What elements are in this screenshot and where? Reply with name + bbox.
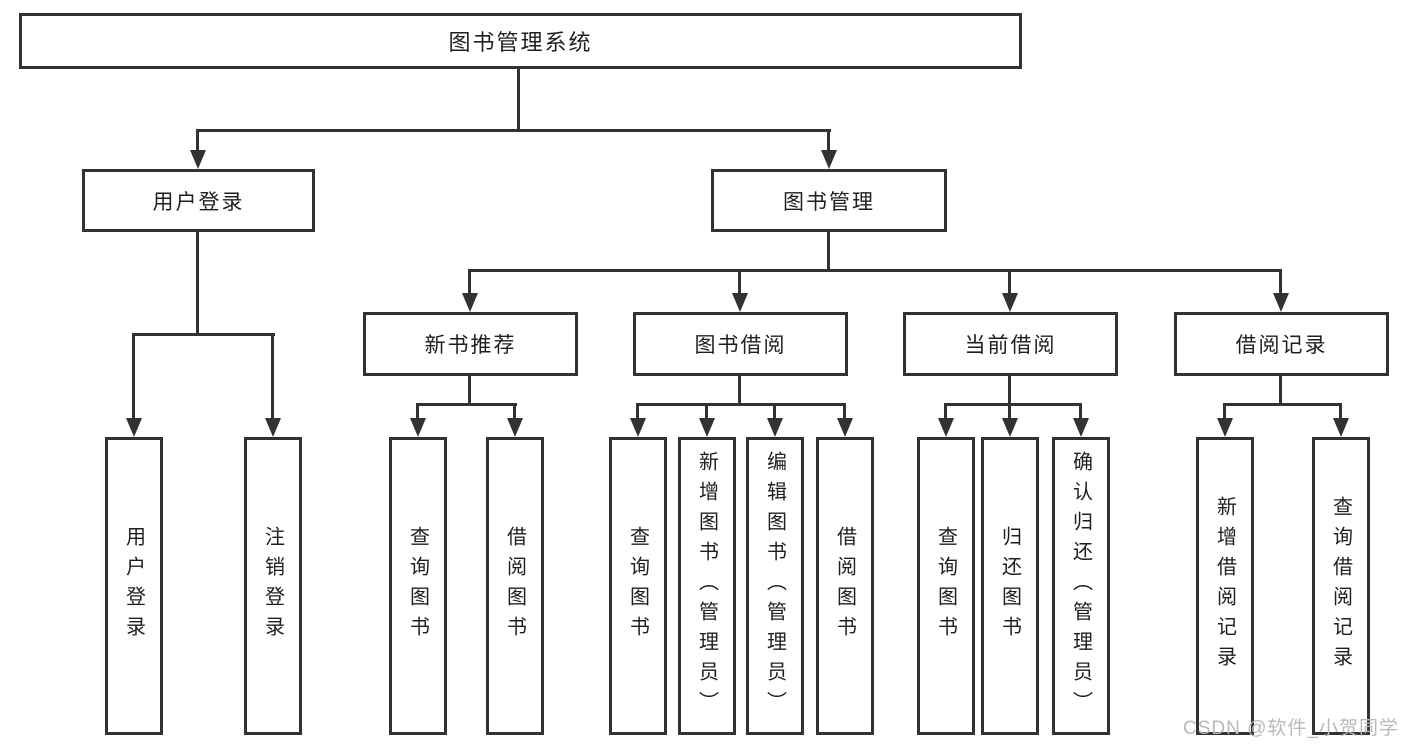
connector-records-drop [1279, 269, 1282, 296]
leaf-borrow-query-book: 查询图书 [609, 437, 667, 735]
connector-root-stem [517, 69, 520, 130]
connector-books-stem [827, 232, 830, 272]
node-new-book-recommend: 新书推荐 [363, 312, 578, 376]
arrowhead-records-leaf1 [1217, 418, 1233, 437]
node-book-management: 图书管理 [711, 169, 947, 232]
leaf-borrow-add-book-admin: 新增图书（管理员） [678, 437, 736, 735]
node-borrow-records: 借阅记录 [1174, 312, 1389, 376]
connector-current-stem [1008, 376, 1011, 406]
leaf-current-return-book: 归还图书 [981, 437, 1039, 735]
connector-recommend-leaf2-drop [513, 403, 516, 420]
connector-current-drop [1008, 269, 1011, 296]
leaf-logout: 注销登录 [244, 437, 302, 735]
arrowhead-borrow-leaf4 [837, 418, 853, 437]
connector-borrow-leaf1-drop [636, 403, 639, 420]
connector-recommend-drop [468, 269, 471, 296]
node-book-borrow: 图书借阅 [633, 312, 848, 376]
node-user-login: 用户登录 [82, 169, 315, 232]
connector-records-stem [1279, 376, 1282, 406]
arrowhead-current-leaf1 [938, 418, 954, 437]
leaf-recommend-query-book: 查询图书 [389, 437, 447, 735]
connector-borrow-bar [636, 403, 846, 406]
connector-records-leaf2-drop [1339, 403, 1342, 420]
arrowhead-borrow [732, 293, 748, 312]
arrowhead-borrow-leaf3 [767, 418, 783, 437]
leaf-borrow-borrow-book: 借阅图书 [816, 437, 874, 735]
connector-books-bar [468, 269, 1282, 272]
leaf-borrow-edit-book-admin: 编辑图书（管理员） [746, 437, 804, 735]
leaf-current-confirm-return-admin: 确认归还（管理员） [1052, 437, 1110, 735]
connector-recommend-stem [468, 376, 471, 406]
arrowhead-login-leaf2 [265, 418, 281, 437]
arrowhead-current-leaf3 [1073, 418, 1089, 437]
node-library-management-system: 图书管理系统 [19, 13, 1022, 69]
arrowhead-recommend [462, 293, 478, 312]
leaf-records-add-record: 新增借阅记录 [1196, 437, 1254, 735]
connector-current-leaf2-drop [1008, 403, 1011, 420]
arrowhead-current [1002, 293, 1018, 312]
arrowhead-login [190, 150, 206, 169]
connector-login-leaf1-drop [132, 333, 135, 420]
arrowhead-recommend-leaf1 [410, 418, 426, 437]
csdn-watermark: CSDN @软件_小贺同学 [1183, 718, 1399, 739]
leaf-recommend-borrow-book: 借阅图书 [486, 437, 544, 735]
arrowhead-records [1273, 293, 1289, 312]
connector-recommend-bar [416, 403, 517, 406]
connector-login-stem [196, 232, 199, 335]
connector-borrow-drop [738, 269, 741, 296]
connector-borrow-stem [738, 376, 741, 406]
arrowhead-records-leaf2 [1333, 418, 1349, 437]
connector-borrow-leaf2-drop [705, 403, 708, 420]
arrowhead-login-leaf1 [126, 418, 142, 437]
leaf-user-login: 用户登录 [105, 437, 163, 735]
leaf-records-query-record: 查询借阅记录 [1312, 437, 1370, 735]
arrowhead-current-leaf2 [1002, 418, 1018, 437]
connector-borrow-leaf3-drop [773, 403, 776, 420]
connector-records-bar [1223, 403, 1342, 406]
arrowhead-borrow-leaf1 [630, 418, 646, 437]
connector-current-leaf3-drop [1079, 403, 1082, 420]
arrowhead-recommend-leaf2 [507, 418, 523, 437]
arrowhead-borrow-leaf2 [699, 418, 715, 437]
node-current-borrow: 当前借阅 [903, 312, 1118, 376]
connector-borrow-leaf4-drop [843, 403, 846, 420]
connector-login-leaf2-drop [271, 333, 274, 420]
connector-recommend-leaf1-drop [416, 403, 419, 420]
arrowhead-books [821, 150, 837, 169]
connector-login-drop [196, 129, 199, 153]
connector-records-leaf1-drop [1223, 403, 1226, 420]
connector-root-bar [196, 129, 831, 132]
connector-current-leaf1-drop [944, 403, 947, 420]
leaf-current-query-book: 查询图书 [917, 437, 975, 735]
connector-current-bar [944, 403, 1082, 406]
connector-login-bar [132, 333, 275, 336]
connector-books-drop [827, 129, 830, 153]
